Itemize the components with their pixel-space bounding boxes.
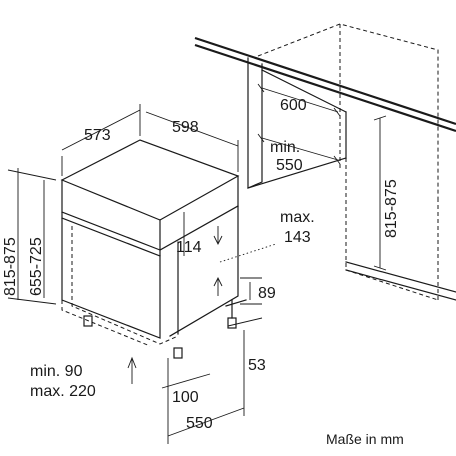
foot-rear-right <box>227 317 237 329</box>
top-face <box>60 139 240 221</box>
label-plinth-min: min. 90 <box>30 363 83 380</box>
label-niche-height: 815-875 <box>383 179 400 238</box>
label-foot-depth: 550 <box>186 415 213 432</box>
label-plinth-height: 89 <box>258 285 276 302</box>
niche-drawing <box>194 23 456 301</box>
foot-front-left <box>83 315 93 327</box>
door-outline <box>71 226 179 345</box>
dimension-lines <box>7 104 277 444</box>
label-body-height: 655-725 <box>28 237 45 296</box>
label-depth: 573 <box>84 127 111 144</box>
niche-side-panel <box>247 57 263 189</box>
label-foot-distance: 100 <box>172 389 199 406</box>
countertop-edge <box>194 36 456 126</box>
label-panel-max: max. <box>280 209 315 226</box>
floor-line <box>345 261 456 293</box>
countertop-edge-lower <box>194 43 456 133</box>
label-niche-depth: 600 <box>280 97 307 114</box>
label-plinth-offset: 53 <box>248 357 266 374</box>
label-panel-max-value: 143 <box>284 229 311 246</box>
label-niche-min: min. <box>270 139 300 156</box>
foot-front-right <box>173 347 183 359</box>
control-panel <box>61 211 161 257</box>
side-face <box>169 175 239 337</box>
label-width: 598 <box>172 119 199 136</box>
label-total-height: 815-875 <box>2 237 19 296</box>
niche-outline <box>257 23 439 301</box>
label-panel-height: 114 <box>176 239 202 256</box>
dishwasher-body <box>60 139 247 359</box>
label-niche-min-value: 550 <box>276 157 303 174</box>
units-caption: Maße in mm <box>326 431 404 447</box>
front-face <box>61 179 161 339</box>
label-plinth-max: max. 220 <box>30 383 96 400</box>
